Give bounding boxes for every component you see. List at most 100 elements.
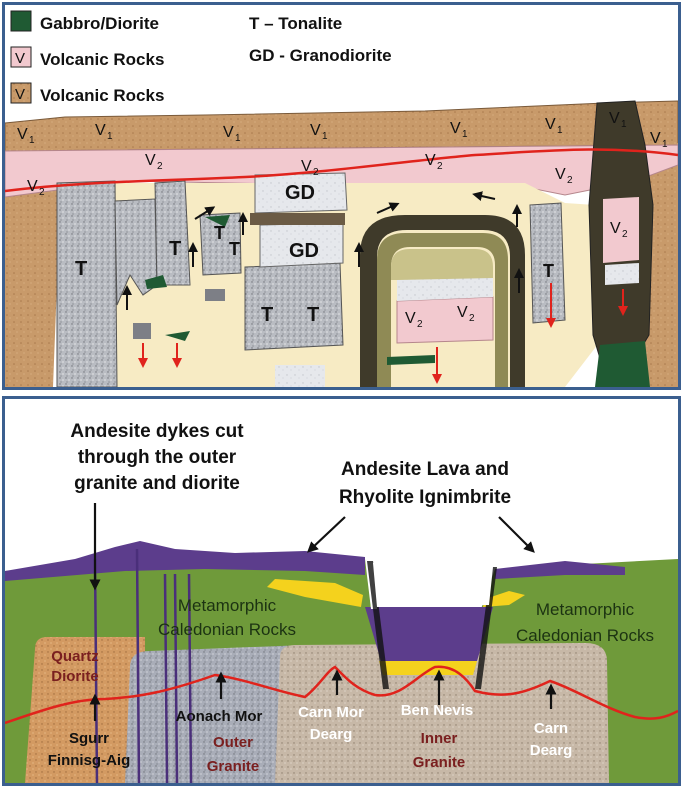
tonalite-block-mid2 [154, 180, 191, 286]
inner-granite-line-2: Granite [413, 754, 466, 771]
ring-fault-left [367, 561, 389, 689]
v2-labels: V 2 V 2 V 2 V 2 V 2 V 2 V 2 V 2 [27, 152, 628, 330]
dyke-line [135, 548, 141, 783]
dark-ring-dyke [360, 215, 525, 387]
v1-sub: 1 [235, 133, 241, 144]
v2-label: V [610, 220, 621, 237]
tonalite-block-right [529, 202, 566, 324]
annotations: Andesite dykes cut through the outer gra… [70, 421, 511, 508]
v2-label: V [405, 310, 416, 327]
carn-mor-dearg-line-2: Dearg [310, 726, 353, 743]
carn-dearg-line-1: Carn [534, 720, 568, 737]
flow-arrow [472, 191, 496, 201]
carn-mor-dearg-line-1: Carn Mor [298, 704, 364, 721]
sgurr-line-2: Finnisg-Aig [48, 752, 131, 769]
gd-block-upper [254, 172, 348, 214]
v2-label: V [425, 152, 436, 169]
sgurr-line-1: Sgurr [69, 730, 109, 747]
upper-cross-section-svg: Gabbro/Diorite V Volcanic Rocks V Volcan… [5, 10, 678, 387]
lower-landscape-svg: Andesite dykes cut through the outer gra… [5, 421, 678, 783]
v1-swatch [10, 82, 32, 104]
v2-sub: 2 [469, 313, 475, 324]
t-label: T [543, 261, 554, 281]
rock-clast [275, 365, 325, 387]
rock-clast [133, 323, 151, 339]
v2-block-arch [396, 296, 494, 344]
v1-swatch-glyph: V [15, 86, 25, 103]
gabbro-fragment [595, 341, 650, 387]
v1-label: V [450, 120, 461, 137]
carn-dearg-line-2: Dearg [530, 742, 573, 759]
inner-granite-body [275, 643, 609, 783]
outer-granite-line-2: Granite [207, 758, 260, 775]
gd-band-arch [397, 278, 493, 301]
v1-label: V [609, 110, 620, 127]
tonalite-block-lower [244, 262, 344, 351]
ben-nevis-lava-block [365, 607, 493, 661]
outer-granite-line-1: Outer [213, 734, 253, 751]
legend-granodiorite: GD - Granodiorite [249, 46, 392, 65]
lower-landscape-panel: Andesite dykes cut through the outer gra… [2, 396, 681, 786]
inner-granite-line-1: Inner [421, 730, 458, 747]
gabbro-fragment [165, 331, 190, 341]
lava-pointer-right [498, 516, 535, 553]
outer-granite-body [125, 645, 305, 783]
dykes-annotation-line-2: through the outer [78, 447, 237, 468]
quartz-diorite-line-1: Quartz [51, 648, 99, 665]
legend-volcanic-pink-label: Volcanic Rocks [40, 50, 164, 69]
present-erosion-line [5, 148, 678, 193]
v1-label: V [310, 122, 321, 139]
v1-sub: 1 [462, 129, 468, 140]
v2-sub: 2 [417, 319, 423, 330]
dark-sill [250, 213, 345, 225]
metamorphic-left-line-1: Metamorphic [178, 596, 277, 615]
rock-clast [205, 289, 225, 301]
rock-body-labels: Quartz Diorite Sgurr Finnisg-Aig Aonach … [48, 648, 573, 775]
legend-gabbro-label: Gabbro/Diorite [40, 14, 159, 33]
flow-arrow [194, 206, 216, 220]
dyke-line [187, 573, 193, 783]
v2-label: V [301, 158, 312, 175]
cauldron-opening [373, 563, 493, 607]
annotation-pointers [89, 503, 557, 721]
dyke-line [93, 558, 99, 783]
v1-labels: V 1 V 1 V 1 V 1 V 1 V 1 V 1 V 1 [17, 110, 668, 150]
t-label: T [307, 304, 319, 326]
dykes-annotation-line-3: granite and diorite [74, 473, 240, 494]
gabbro-fragment [205, 215, 230, 227]
olive-inner [391, 249, 493, 280]
v2-sub: 2 [622, 229, 628, 240]
v2-sub: 2 [437, 161, 443, 172]
olive-ring [377, 233, 508, 387]
metamorphic-right-line-1: Metamorphic [536, 600, 635, 619]
v1-sub: 1 [107, 131, 113, 142]
rhyolite-ignimbrite-right [483, 591, 525, 607]
rock-unit-labels: GD GD T T T T T T T [75, 182, 554, 326]
aonach-mor-label: Aonach Mor [176, 708, 263, 725]
t-label: T [229, 239, 240, 259]
v2-label: V [555, 166, 566, 183]
rhyolite-ignimbrite-left [267, 579, 363, 607]
v2-swatch [10, 46, 32, 68]
legend: Gabbro/Diorite V Volcanic Rocks V Volcan… [10, 10, 392, 105]
gabbro-swatch [10, 10, 32, 32]
tonalite-block-small [199, 212, 242, 276]
gd-label: GD [289, 240, 319, 262]
v1-sub: 1 [557, 125, 563, 136]
magma-flow-arrows [122, 191, 524, 310]
subsidence-arrows [138, 283, 628, 384]
gabbro-fragment [145, 275, 167, 289]
present-erosion-line [5, 665, 678, 725]
ben-nevis-label: Ben Nevis [401, 702, 474, 719]
v1-sub: 1 [662, 139, 668, 150]
v2-sub: 2 [157, 161, 163, 172]
v1-label: V [545, 116, 556, 133]
andesite-dykes [93, 548, 193, 783]
t-label: T [261, 304, 273, 326]
dykes-annotation-line-1: Andesite dykes cut [70, 421, 244, 442]
gabbro-fragment [387, 355, 435, 365]
t-label: T [169, 238, 181, 260]
lava-annotation-line-1: Andesite Lava and [341, 459, 509, 480]
v2-sub: 2 [567, 175, 573, 186]
upper-cross-section-panel: Gabbro/Diorite V Volcanic Rocks V Volcan… [2, 2, 681, 390]
